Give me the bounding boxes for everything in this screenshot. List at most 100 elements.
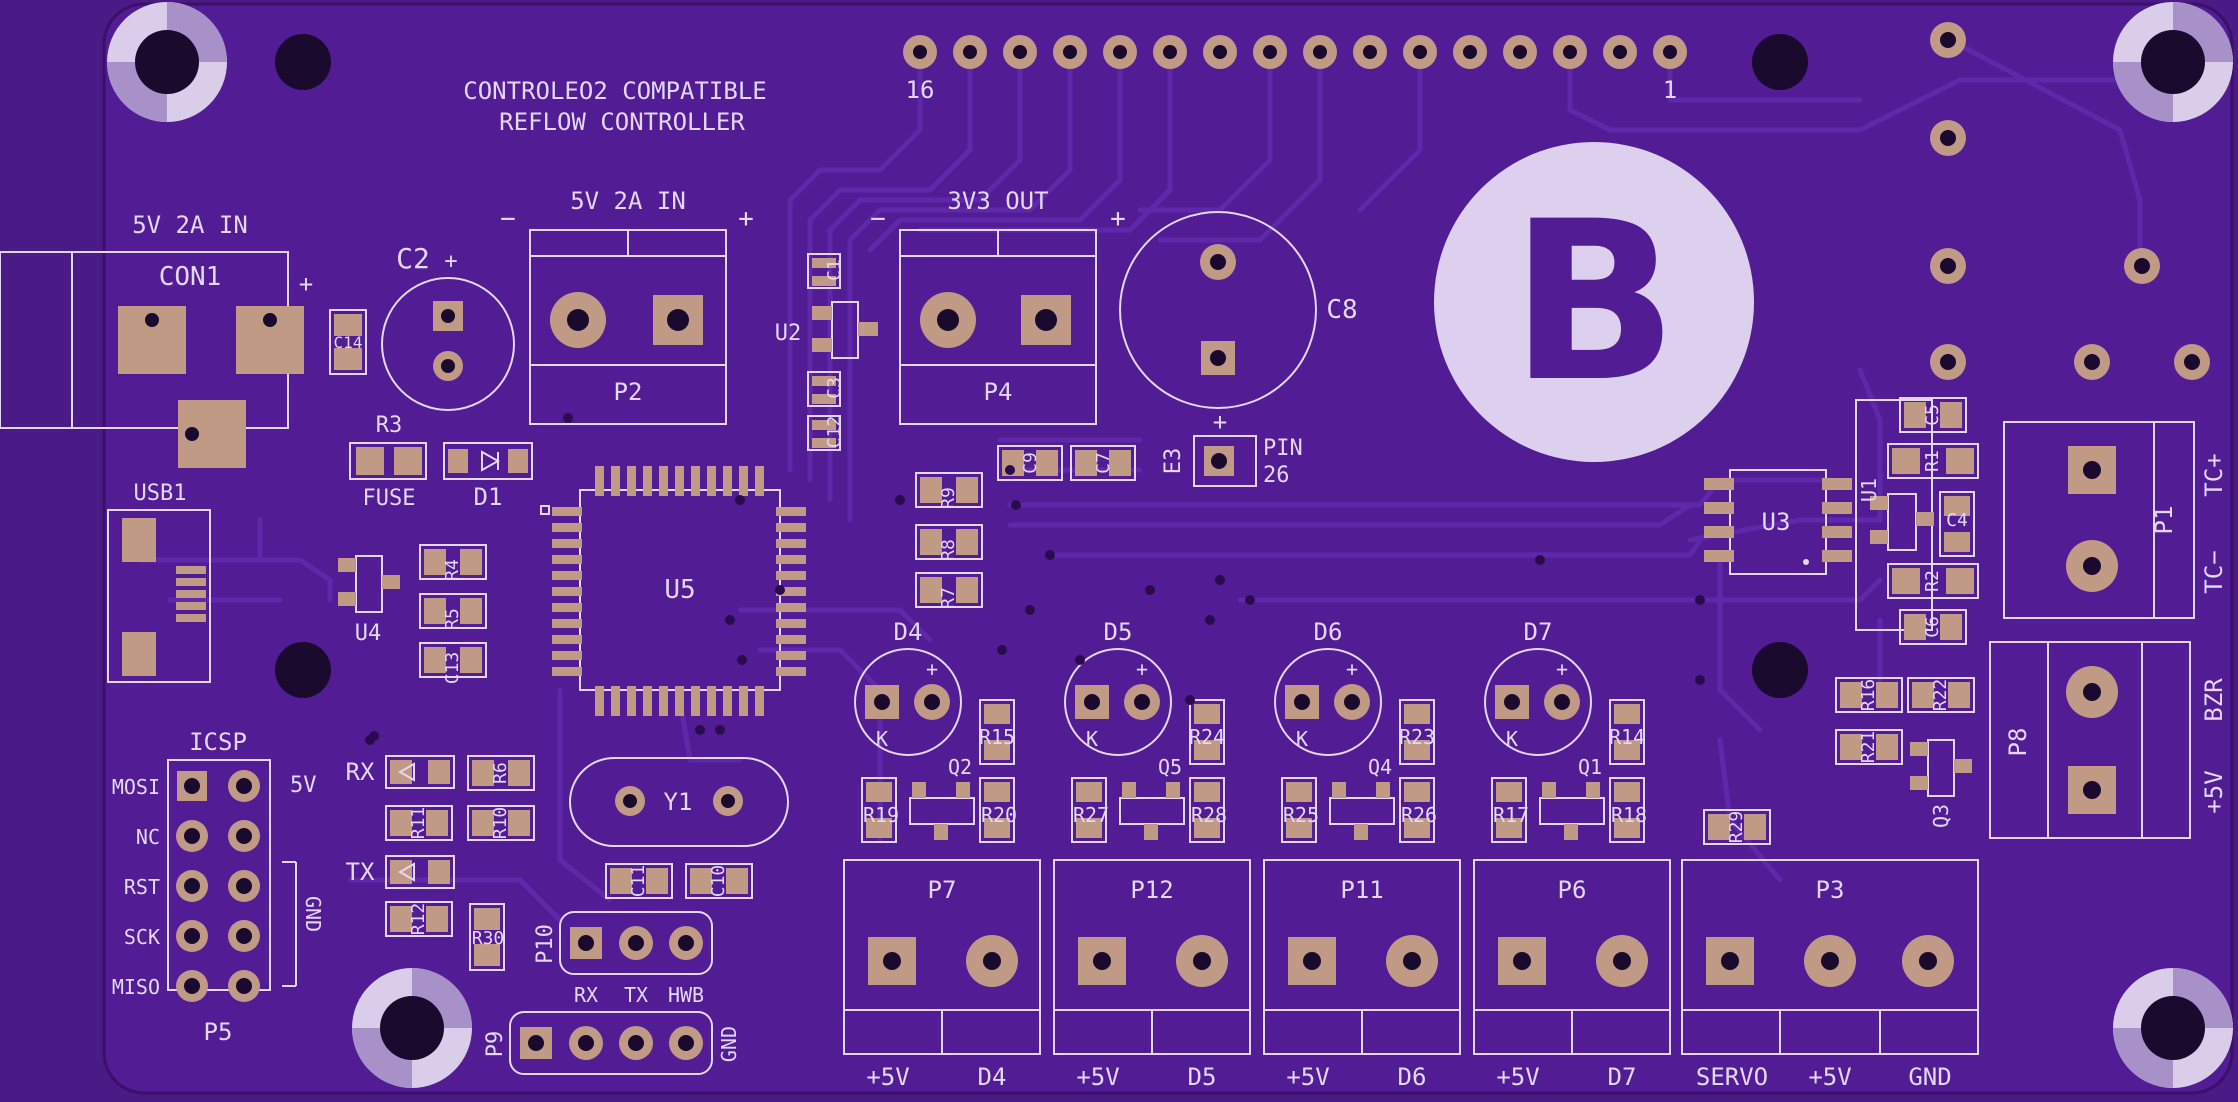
via-10	[997, 645, 1007, 655]
header-pin-12-hole	[1113, 45, 1127, 59]
trace	[1237, 577, 1883, 603]
tx-label: TX	[346, 858, 375, 886]
c14-pad1	[334, 314, 362, 336]
icsp-pad-4a-hole	[184, 978, 200, 994]
u5-pin-top-6	[691, 466, 700, 496]
p9-pad-2-hole	[578, 1035, 594, 1051]
p9-pad-1-hole	[528, 1035, 544, 1051]
r2-pad1	[1892, 568, 1920, 594]
u5-pin-top-1	[611, 466, 620, 496]
r3-pad2	[394, 447, 422, 475]
p4-pad-2-hole	[1035, 309, 1057, 331]
q-pad3-2	[1354, 824, 1368, 840]
via-4	[737, 655, 747, 665]
usb1-label: USB1	[134, 481, 187, 506]
q-pad2-0	[956, 782, 970, 798]
u5-pin-top-5	[675, 466, 684, 496]
p9-gnd-label: GND	[717, 1026, 741, 1062]
u4-pad1	[338, 558, 356, 572]
diode-label-d6: D6	[1314, 618, 1343, 646]
u4-pad3	[382, 575, 400, 589]
r30-label: R30	[472, 928, 505, 949]
p4-minus: −	[870, 204, 886, 234]
u5-pin-top-2	[627, 466, 636, 496]
u5-pin-bottom-4	[659, 686, 668, 716]
diode-outline-d7	[1484, 648, 1592, 756]
r7-outline	[915, 572, 983, 608]
diode-pad-k-2-hole	[1294, 694, 1310, 710]
rx-led-pad2	[428, 760, 450, 784]
q-pad2-2	[1376, 782, 1390, 798]
via-7	[1245, 595, 1255, 605]
r4-pad1	[424, 549, 446, 575]
c1-outline	[807, 253, 841, 289]
u5-pin-right-7	[776, 619, 806, 628]
r8-pad2	[956, 529, 978, 555]
r7-label: R7	[938, 587, 959, 609]
q3-pad1	[1910, 742, 1928, 756]
u3-pin-l-1	[1704, 502, 1734, 514]
q-pad2-1	[1166, 782, 1180, 798]
e3-outline	[1193, 435, 1257, 487]
u5-pin-top-9	[739, 466, 748, 496]
r2-label: R2	[1922, 570, 1943, 592]
c2-pad-1-hole	[441, 309, 455, 323]
trace	[1567, 49, 2153, 133]
icsp-label-nc: NC	[136, 825, 160, 849]
r12-label: R12	[408, 903, 429, 936]
c4-pad2	[1944, 532, 1970, 552]
p1-pad-2-hole	[2083, 557, 2101, 575]
header-pin-4-hole	[1513, 45, 1527, 59]
u5-pin-right-10	[776, 667, 806, 676]
p10-pad-2-hole	[628, 935, 644, 951]
u5-pin-left-10	[552, 667, 582, 676]
connector-pin-a-1: +5V	[1076, 1063, 1119, 1091]
aux-hole-1	[1752, 34, 1808, 90]
r6-pad1	[472, 760, 494, 786]
rtop-pad1-1	[1194, 704, 1220, 724]
r12-outline	[385, 901, 453, 937]
right-pad-2-hole	[1940, 258, 1956, 274]
r1-outline	[1887, 443, 1979, 479]
tc-minus-label: TC−	[2200, 550, 2228, 593]
u5-pin-bottom-9	[739, 686, 748, 716]
rright-label-r26: R26	[1401, 803, 1437, 827]
via-5	[1145, 585, 1155, 595]
p10-pad-1-hole	[578, 935, 594, 951]
p2-pad-1-hole	[567, 309, 589, 331]
rleft-outline-2	[1281, 777, 1317, 843]
rright-label-r20: R20	[981, 803, 1017, 827]
u2-pad3	[858, 322, 878, 336]
u3-dot	[1803, 559, 1809, 565]
r7-pad2	[956, 577, 978, 603]
u5-pin-left-8	[552, 635, 582, 644]
trace	[1947, 37, 2143, 268]
tc-plus-label: TC+	[2200, 453, 2228, 496]
icsp-outline	[167, 759, 271, 991]
p3-label: P3	[1816, 876, 1845, 904]
via-6	[1215, 575, 1225, 585]
r1-label: R1	[1922, 450, 1943, 472]
icsp-pad-3a-hole	[184, 928, 200, 944]
tx-led-pad2	[428, 860, 450, 884]
q3-label: Q3	[1929, 804, 1953, 828]
header-pin-first-label: 16	[906, 76, 935, 104]
diode-k-label-3: K	[1506, 727, 1518, 751]
rright-outline-3	[1609, 777, 1645, 843]
connector-pin-b-1: D5	[1188, 1063, 1217, 1091]
con1-plus: +	[299, 270, 313, 298]
u5-pin-right-4	[776, 571, 806, 580]
connector-pin-b-0: D4	[978, 1063, 1007, 1091]
rleft-label-r27: R27	[1073, 803, 1109, 827]
p8-pad-1-hole	[2083, 683, 2101, 701]
u5-pin-left-0	[552, 507, 582, 516]
trace	[827, 49, 1023, 503]
c13-pad1	[424, 647, 446, 673]
r12-pad2	[426, 906, 448, 932]
connector-pad-2-2-hole	[1403, 952, 1421, 970]
header-pin-16-hole	[913, 45, 927, 59]
r22-label: R22	[1930, 679, 1951, 712]
trace	[1007, 502, 1693, 528]
p3-pin-gnd: GND	[1908, 1063, 1951, 1091]
rleft-outline-3	[1491, 777, 1527, 843]
